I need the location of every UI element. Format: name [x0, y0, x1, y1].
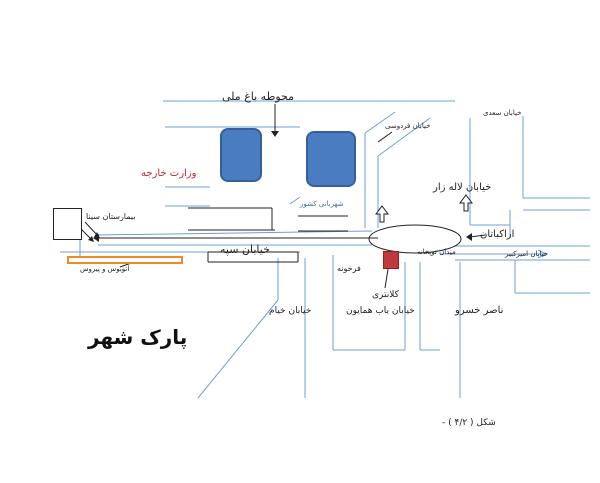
pointer-shahrbani [289, 196, 301, 205]
arrow-up-2 [459, 194, 473, 212]
label-sepah: خیابان سپه [220, 243, 270, 256]
figure-caption: شکل ( ۴/۲ ) - [442, 418, 496, 428]
arrow-up-1 [375, 205, 389, 223]
building-foreign-ministry [220, 128, 262, 182]
hospital-sina-box [53, 208, 82, 240]
street-ferdowsi-link2 [364, 111, 396, 134]
label-bagh-melli: محوطه باغ ملی [222, 90, 294, 103]
police-station-marker [383, 251, 399, 269]
label-park-shahr: پارک شهر [88, 325, 188, 349]
pointer-kalantari [384, 268, 389, 289]
pointer-akbatan [469, 234, 486, 238]
label-foreign-ministry: وزارت خارجه [141, 168, 197, 179]
label-ferdowsi: خیابان فردوسی [385, 122, 431, 130]
pointer-ferdowsi [377, 131, 393, 143]
label-shahrbani: شهربانی کشور [300, 200, 344, 208]
arrowhead-sina-2 [88, 236, 94, 242]
street-khayyam-diag [197, 299, 279, 399]
label-kalantari: کلانتری [372, 290, 399, 300]
label-amirkabir: خیابان امیرکبیر [505, 250, 549, 258]
bus-parking-strip [67, 256, 183, 264]
label-bab-homayoun: خیابان باب همایون [346, 306, 415, 316]
arrowhead-bagh-melli [271, 131, 279, 137]
label-naser-khosrow: ناصر خسرو [455, 305, 504, 316]
street-ferdowsi-link [377, 117, 431, 157]
arrowhead-amirkabir [537, 249, 548, 259]
arrowhead-akbatan [466, 233, 472, 241]
building-police-hq [306, 131, 356, 187]
label-sina-hospital: بیمارستان سینا [86, 212, 136, 221]
pointer-sina-1 [84, 221, 99, 237]
street-sepah-upper [97, 230, 373, 236]
label-lalezar: خیابان لاله زار [433, 182, 492, 193]
label-farkhondeh: فرخونه [337, 264, 361, 273]
topkhaneh-square [368, 224, 462, 254]
label-parking: اتوبوس و پیروس [80, 265, 130, 273]
label-khayyam: خیابان خیام [269, 306, 312, 316]
label-akbatan: اراکباتان [480, 229, 515, 240]
label-topkhaneh: میدان توپخانه [417, 248, 456, 256]
arrowhead-sepah [93, 234, 99, 242]
label-saadi: خیابان سعدی [483, 109, 522, 117]
